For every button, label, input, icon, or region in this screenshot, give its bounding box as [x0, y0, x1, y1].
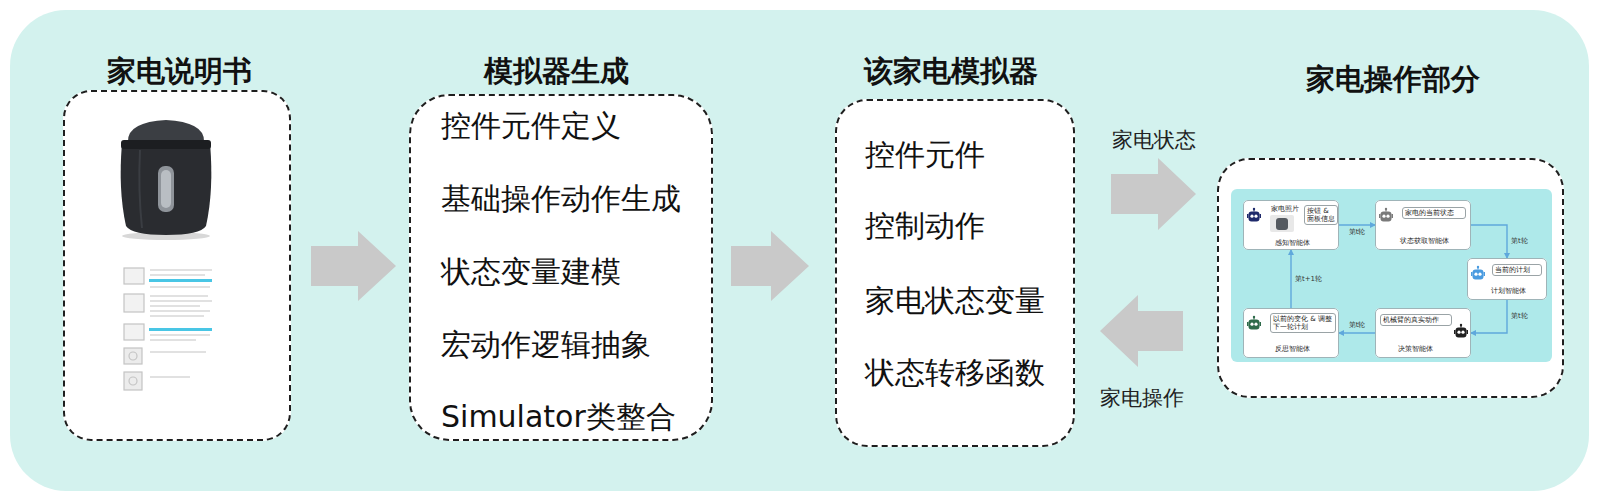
- mini-fryer-photo: [1270, 215, 1294, 232]
- panel-item: Simulator类整合: [441, 399, 676, 435]
- panel-heading: 家电操作部分: [1129, 59, 1599, 99]
- robot-icon: [1379, 208, 1393, 222]
- agent-fill: [1243, 200, 1339, 250]
- edge-label: 第t+1轮: [1295, 275, 1322, 284]
- panel-item: 控件元件定义: [441, 108, 621, 144]
- block-arrow: [1100, 295, 1183, 367]
- dashed-panel: 家电说明书: [63, 90, 291, 441]
- agent-input: 以前的变化 & 调整下一轮计划: [1270, 313, 1336, 333]
- panel-item: 状态变量建模: [441, 254, 621, 290]
- flow-arrow: [1471, 300, 1507, 333]
- edge-label: 家电状态: [1112, 127, 1196, 153]
- agent-input: 机械臂的真实动作: [1380, 314, 1452, 326]
- dashed-panel: 该家电模拟器控件元件控制动作家电状态变量状态转移函数: [835, 99, 1075, 447]
- agent-box: 家电照片按钮 & 面板信息感知智能体: [1243, 200, 1339, 250]
- dashed-panel: 模拟器生成控件元件定义基础操作动作生成状态变量建模宏动作逻辑抽象Simulato…: [409, 94, 713, 441]
- robot-icon: [1247, 316, 1261, 330]
- panel-item: 状态转移函数: [865, 355, 1045, 391]
- edge-label: 第t轮: [1511, 237, 1528, 246]
- dashed-panel: 家电操作部分家电照片按钮 & 面板信息感知智能体家电的当前状态状态获取智能体当前…: [1217, 158, 1564, 398]
- flow-arrow: [1339, 332, 1375, 333]
- panel-heading: 家电说明书: [0, 51, 383, 91]
- edge-label: 第t轮: [1511, 312, 1528, 321]
- agent-input: 按钮 & 面板信息: [1304, 205, 1338, 225]
- edge-label: 第t轮: [1349, 228, 1366, 237]
- robot-icon: [1454, 324, 1468, 338]
- flow-arrow: [1339, 224, 1375, 225]
- panel-fill: [409, 94, 713, 441]
- panel-heading: 模拟器生成: [321, 51, 791, 91]
- agent-label: 家电照片: [1268, 205, 1302, 213]
- panel-item: 家电状态变量: [865, 283, 1045, 319]
- panel-item: 基础操作动作生成: [441, 181, 681, 217]
- panel-fill: [1217, 158, 1564, 398]
- edge-label: 家电操作: [1100, 385, 1184, 411]
- edge-label: 第t轮: [1349, 321, 1366, 330]
- panel-fill: [835, 99, 1075, 447]
- agent-box: 以前的变化 & 调整下一轮计划反思智能体: [1243, 308, 1339, 358]
- agent-box: 机械臂的真实动作决策智能体: [1375, 308, 1471, 358]
- block-arrow: [731, 231, 809, 301]
- agent-input: 家电的当前状态: [1402, 207, 1466, 219]
- panel-fill: [63, 90, 291, 441]
- flow-arrow: [1471, 225, 1507, 258]
- manual-thumbnails: [124, 268, 212, 390]
- agent-label: 反思智能体: [1244, 345, 1340, 353]
- block-arrow: [311, 231, 396, 301]
- agent-box: 家电的当前状态状态获取智能体: [1375, 200, 1471, 250]
- panel-heading: 该家电模拟器: [747, 51, 1154, 91]
- block-arrow: [1111, 158, 1196, 230]
- agent-label: 计划智能体: [1468, 287, 1548, 295]
- robot-icon: [1247, 208, 1261, 222]
- agent-label: 状态获取智能体: [1376, 237, 1472, 245]
- panel-item: 宏动作逻辑抽象: [441, 327, 651, 363]
- agent-panel: [1231, 189, 1552, 362]
- air-fryer-illustration: [121, 120, 212, 240]
- agent-fill: [1375, 308, 1471, 358]
- agent-input: 当前的计划: [1492, 264, 1542, 276]
- agent-label: 决策智能体: [1376, 345, 1454, 353]
- robot-icon: [1471, 266, 1485, 280]
- agent-box: 当前的计划计划智能体: [1467, 258, 1547, 300]
- flow-arrow: [1290, 250, 1291, 308]
- agent-fill: [1467, 258, 1547, 300]
- agent-fill: [1375, 200, 1471, 250]
- agent-fill: [1243, 308, 1339, 358]
- panel-item: 控件元件: [865, 137, 985, 173]
- agent-label: 感知智能体: [1244, 239, 1340, 247]
- panel-item: 控制动作: [865, 208, 985, 244]
